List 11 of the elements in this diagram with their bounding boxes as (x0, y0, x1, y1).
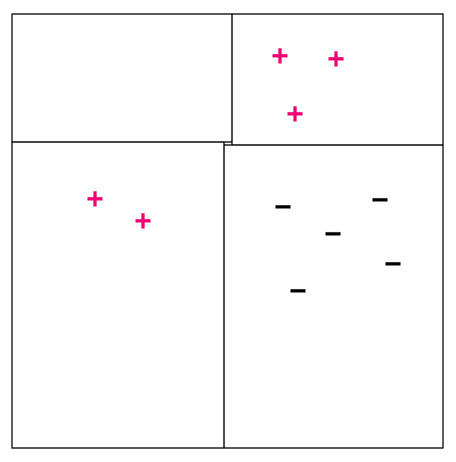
plus-sign: + (288, 106, 303, 122)
plus-sign: + (272, 48, 288, 64)
minus-sign: − (385, 262, 401, 266)
minus-sign: − (290, 289, 306, 292)
plus-sign: + (88, 191, 103, 206)
minus-sign: − (275, 205, 291, 208)
plus-sign: + (136, 213, 151, 228)
minus-sign: − (372, 198, 388, 202)
minus-sign: − (325, 232, 341, 236)
grid-cell (11, 13, 233, 143)
plus-sign: + (328, 51, 344, 66)
